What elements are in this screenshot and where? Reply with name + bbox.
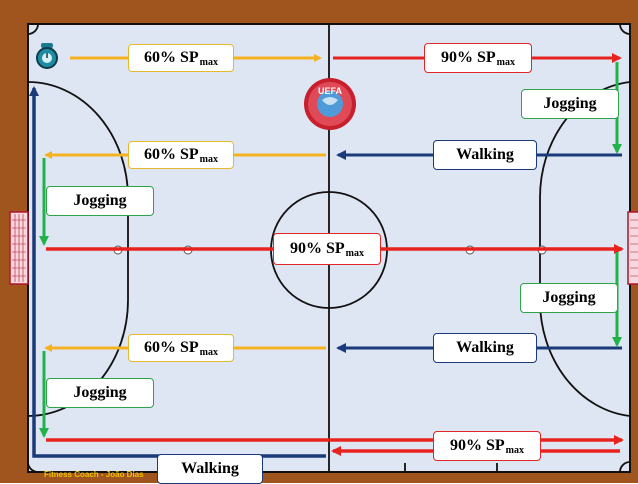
label-value: 60% SP: [143, 49, 199, 66]
stopwatch-icon: [36, 43, 58, 69]
label-90-spmax-bottom: 90% SPmax: [433, 431, 541, 461]
label-walking-mid-upper: Walking: [433, 140, 537, 170]
label-subscript: max: [199, 57, 218, 68]
label-60-spmax-lower: 60% SPmax: [128, 334, 234, 362]
label-jogging-left-upper: Jogging: [46, 186, 154, 216]
label-value: 90% SP: [440, 49, 496, 66]
left-goal: [9, 211, 29, 285]
label-value: 60% SP: [143, 146, 199, 163]
label-jogging-right-mid: Jogging: [520, 283, 618, 313]
uefa-logo: UEFA: [304, 78, 356, 130]
label-jogging-left-lower: Jogging: [46, 378, 154, 408]
label-subscript: max: [345, 248, 364, 259]
label-60-spmax-mid-upper: 60% SPmax: [128, 141, 234, 169]
label-value: 90% SP: [289, 240, 345, 257]
label-value: 60% SP: [143, 339, 199, 356]
label-90-spmax-top: 90% SPmax: [424, 43, 532, 73]
label-60-spmax-top: 60% SPmax: [128, 44, 234, 72]
label-90-spmax-center: 90% SPmax: [273, 233, 381, 265]
label-jogging-top-right: Jogging: [521, 89, 619, 119]
label-walking-lower: Walking: [433, 333, 537, 363]
right-goal: [627, 211, 638, 285]
label-subscript: max: [199, 347, 218, 358]
label-subscript: max: [496, 57, 515, 68]
label-value: 90% SP: [449, 437, 505, 454]
uefa-logo-text: UEFA: [318, 86, 343, 96]
label-subscript: max: [505, 445, 524, 456]
label-subscript: max: [199, 154, 218, 165]
footer-credit: Fitness Coach - João Dias: [44, 470, 144, 479]
label-walking-bottom: Walking: [157, 454, 263, 484]
